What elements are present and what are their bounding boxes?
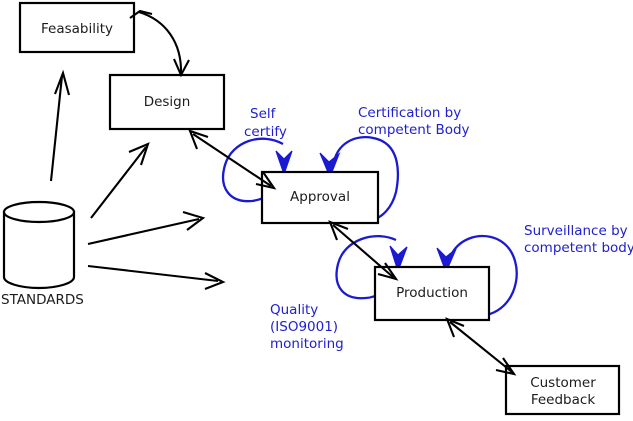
node-design-rect bbox=[108, 73, 226, 131]
edge-approval-to-production bbox=[328, 220, 399, 281]
edge-standards-to-approval-arrowhead bbox=[182, 210, 206, 231]
annotation-certification-line1: Certification by bbox=[358, 105, 461, 121]
node-production-label: Production bbox=[396, 285, 468, 301]
node-customer-feedback[interactable]: Customer Feedback bbox=[504, 364, 621, 416]
edge-approval-to-production-arrowhead-production bbox=[377, 262, 399, 281]
node-feasability-rect bbox=[18, 1, 136, 54]
edge-standards-to-design-arrowhead bbox=[128, 142, 150, 166]
node-feasability[interactable]: Feasability bbox=[18, 1, 136, 54]
annotation-quality-line2: (ISO9001) bbox=[270, 319, 338, 335]
node-standards-label: STANDARDS bbox=[1, 292, 84, 308]
standards-cylinder-top bbox=[2, 200, 76, 224]
node-customer-feedback-label-line1: Customer bbox=[530, 375, 596, 391]
edge-design-to-feasability bbox=[129, 9, 190, 78]
standards-cylinder-body bbox=[2, 210, 76, 290]
loop-surveillance bbox=[436, 234, 518, 317]
node-standards[interactable]: STANDARDS bbox=[1, 200, 84, 308]
loop-certification bbox=[319, 135, 400, 223]
node-design[interactable]: Design bbox=[108, 73, 226, 131]
edge-standards-to-approval bbox=[87, 210, 206, 246]
edge-design-to-approval-arrowhead-design bbox=[188, 129, 209, 150]
edge-standards-to-production bbox=[87, 264, 226, 290]
edge-design-to-approval bbox=[188, 129, 277, 190]
edge-standards-to-design bbox=[90, 142, 150, 219]
annotation-self-certify-line2: certify bbox=[244, 124, 287, 140]
node-approval[interactable]: Approval bbox=[260, 170, 380, 225]
loop-surveillance-arrowhead bbox=[436, 247, 457, 274]
annotation-surveillance-by-competent-body: Surveillance by competent body bbox=[524, 223, 633, 256]
annotation-surveillance-line2: competent body bbox=[524, 240, 633, 256]
node-approval-rect bbox=[260, 170, 380, 225]
annotation-quality-line1: Quality bbox=[270, 302, 318, 318]
annotation-certification-by-competent-body: Certification by competent Body bbox=[358, 105, 470, 138]
edge-production-to-customer-feedback-arrowhead-production bbox=[445, 317, 465, 338]
annotation-quality-line3: monitoring bbox=[270, 336, 344, 352]
edge-production-to-customer-feedback bbox=[445, 317, 517, 376]
edge-standards-to-production-arrowhead bbox=[204, 272, 226, 290]
node-feasability-label: Feasability bbox=[41, 21, 113, 37]
edge-standards-to-feasability bbox=[49, 69, 71, 182]
annotation-surveillance-line1: Surveillance by bbox=[524, 223, 628, 239]
node-customer-feedback-rect bbox=[504, 364, 621, 416]
edge-standards-to-feasability-arrowhead bbox=[54, 69, 71, 96]
edge-design-to-feasability-arrowhead-bottom bbox=[173, 58, 190, 78]
node-design-label: Design bbox=[144, 94, 191, 110]
annotation-quality-iso9001-monitoring: Quality (ISO9001) monitoring bbox=[270, 302, 344, 352]
loop-quality-monitoring-arrowhead bbox=[389, 245, 408, 273]
loop-self-certify-arrowhead bbox=[275, 150, 293, 176]
node-approval-label: Approval bbox=[290, 189, 350, 205]
annotation-self-certify-line1: Self bbox=[250, 106, 277, 122]
edge-production-to-customer-feedback-arrowhead-feedback bbox=[495, 357, 517, 376]
edge-approval-to-production-arrowhead-approval bbox=[328, 220, 349, 241]
annotation-self-certify: Self certify bbox=[244, 106, 287, 140]
edge-design-to-feasability-arrowhead-top bbox=[129, 9, 153, 19]
node-customer-feedback-label-line2: Feedback bbox=[531, 392, 595, 408]
edge-design-to-approval-arrowhead-approval bbox=[255, 171, 277, 190]
annotation-certification-line2: competent Body bbox=[358, 122, 470, 138]
loop-certification-arrowhead bbox=[319, 152, 341, 179]
